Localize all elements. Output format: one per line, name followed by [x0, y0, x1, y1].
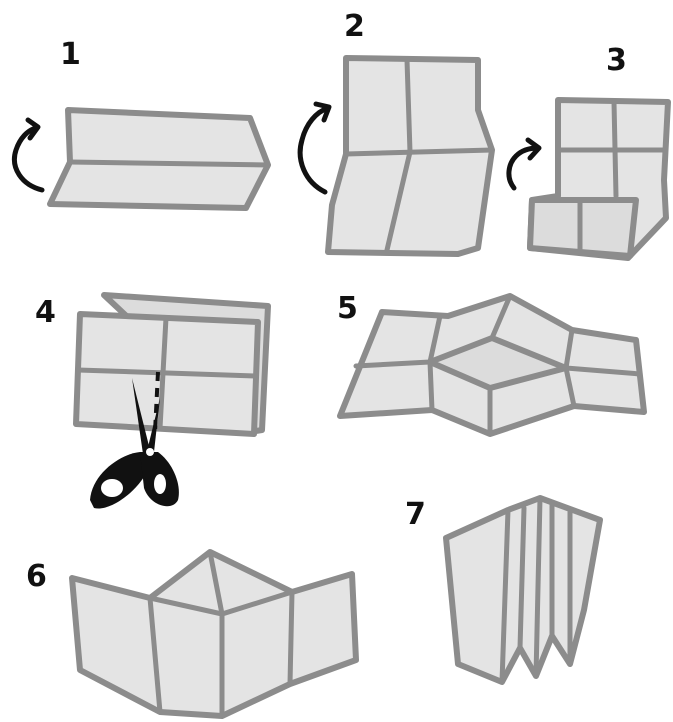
curved-arrow-icon — [14, 120, 42, 190]
step-1-sheet — [50, 110, 268, 208]
step-3-sheet — [530, 100, 668, 258]
step-6-sheet — [72, 552, 356, 716]
curved-arrow-icon — [300, 104, 329, 192]
step-4-sheet — [76, 295, 268, 434]
step-5-sheet — [340, 296, 644, 434]
step-2-sheet — [328, 58, 492, 254]
curved-arrow-icon — [509, 140, 539, 188]
step-7-booklet — [446, 498, 600, 682]
